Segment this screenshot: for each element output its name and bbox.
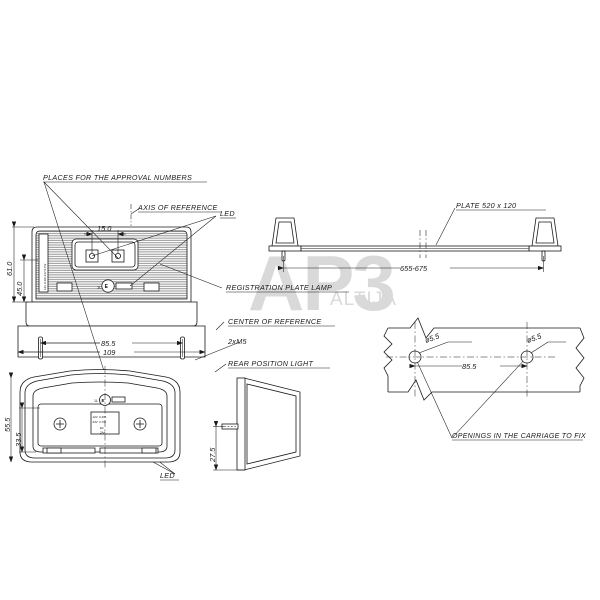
dim-height-body-label: 45.0 [15,281,24,296]
label-approval-numbers: PLACES FOR THE APPROVAL NUMBERS [43,173,207,183]
dim-front-gap [84,230,126,253]
label-axis-of-reference: AXIS OF REFERENCE [137,203,222,213]
dim-hole-spacing-label: 85.5 [462,362,477,371]
dim-plate-span [278,256,544,272]
carriage-openings-view [383,317,585,401]
svg-text:12V 0.4W 24V 0.7W: 12V 0.4W 24V 0.7W [43,264,47,290]
label-screws: 2xM5 [227,337,247,346]
dim-bottom-height-label: 55.5 [3,417,12,432]
svg-text:24V 0.7W: 24V 0.7W [93,420,107,424]
label-rear-position-light: REAR POSITION LIGHT [228,359,330,369]
svg-text:E4: E4 [100,426,104,430]
svg-text:2xM5: 2xM5 [227,337,247,346]
front-view-approval-mark [101,279,133,293]
label-plate-size: PLATE 520 x 120 [456,201,546,211]
svg-text:1L: 1L [97,285,102,290]
bottom-view-plate-text: 12V 0.4W 24V 0.7W E4 2AA E 1L [93,398,107,435]
svg-text:E: E [105,284,109,290]
svg-text:REAR POSITION LIGHT: REAR POSITION LIGHT [228,359,313,368]
label-led-bottom: LED [160,471,179,481]
svg-text:PLACES FOR THE APPROVAL NUMBER: PLACES FOR THE APPROVAL NUMBERS [43,173,192,182]
svg-text:AXIS OF REFERENCE: AXIS OF REFERENCE [137,203,218,212]
label-center-of-reference: CENTER OF REFERENCE [228,317,335,327]
svg-text:REGISTRATION PLATE LAMP: REGISTRATION PLATE LAMP [226,283,332,292]
front-view-rating-text: 12V 0.4W 24V 0.7W [43,264,47,290]
svg-text:12V 0.4W: 12V 0.4W [93,415,107,419]
svg-text:LED: LED [220,209,235,218]
dim-side-offset-label: 27.5 [208,447,217,463]
front-view-approval-letter: E 1L [97,284,109,290]
dim-widths-front [17,340,206,355]
label-led-top: LED [220,209,236,219]
bottom-view-screws [53,417,147,431]
front-view-base [17,301,206,358]
svg-text:CENTER OF REFERENCE: CENTER OF REFERENCE [228,317,321,326]
svg-text:E: E [102,398,105,403]
label-openings: OPENINGS IN THE CARRIAGE TO FIX [452,433,586,441]
bottom-view-slots [42,447,159,454]
dim-front-gap-label: 15.0 [97,224,112,233]
dim-bottom-heights [8,372,40,463]
front-view-leds [85,249,125,263]
svg-text:LED: LED [160,471,175,480]
watermark-primary: AP3 [248,239,394,327]
dim-height-total-label: 61.0 [5,261,14,276]
svg-text:OPENINGS IN THE CARRIAGE TO FI: OPENINGS IN THE CARRIAGE TO FIX [452,433,586,440]
dim-side-offset [213,421,244,471]
watermark: AP3 ALTIJA [248,239,397,327]
dim-plate-span-label: 655-675 [400,264,428,273]
svg-text:2AA: 2AA [100,431,106,435]
dim-width-total-label: 109 [103,348,115,357]
watermark-secondary: ALTIJA [330,289,397,310]
svg-text:PLATE 520 x 120: PLATE 520 x 120 [456,201,516,210]
label-registration-plate-lamp: REGISTRATION PLATE LAMP [226,283,349,293]
plate-assembly-view [268,217,562,262]
bottom-view [19,369,181,463]
front-view-tabs [56,282,160,292]
svg-text:1L: 1L [94,399,98,403]
dim-bottom-inner-label: 33.5 [14,432,23,447]
dim-width-mount-label: 85.5 [101,339,116,348]
dim-heights [11,221,38,303]
